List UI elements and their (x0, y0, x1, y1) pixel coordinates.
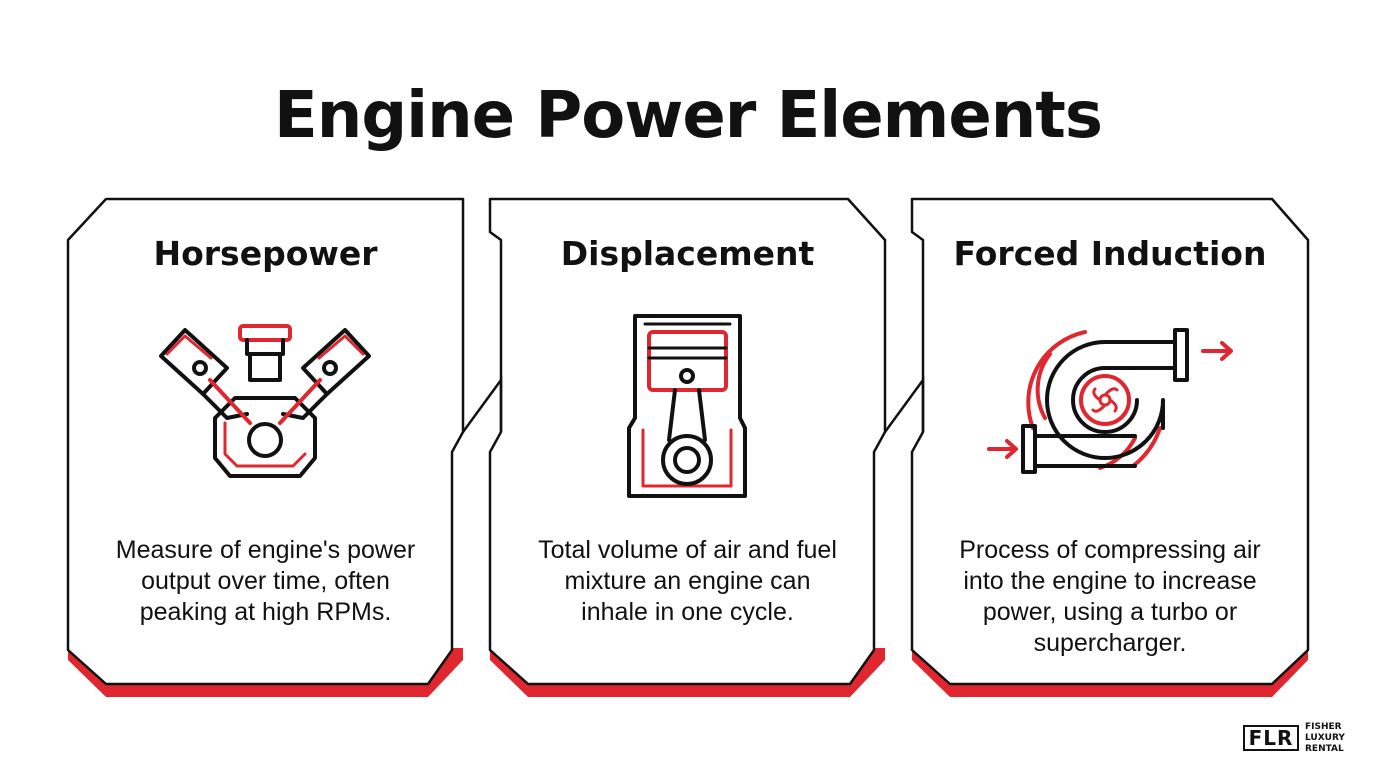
logo-line: LUXURY (1305, 733, 1345, 743)
card-connector-1 (461, 376, 503, 433)
description-line: power, using a turbo or (982, 598, 1238, 626)
piston-cylinder-icon (627, 314, 747, 498)
turbocharger-icon (987, 328, 1233, 474)
v-engine-icon (159, 324, 371, 478)
description-line: output over time, often (141, 567, 390, 595)
card-description-displacement: Total volume of air and fuel mixture an … (490, 535, 885, 628)
card-2-frame (488, 197, 887, 686)
card-description-horsepower: Measure of engine's power output over ti… (68, 535, 463, 628)
card-heading-displacement: Displacement (560, 234, 815, 273)
description-line: supercharger. (1033, 629, 1187, 657)
card-connector-2 (883, 376, 925, 433)
logo-line: RENTAL (1305, 744, 1344, 754)
logo-wordmark: FISHER LUXURY RENTAL (1305, 722, 1345, 755)
brand-logo: FLR FISHER LUXURY RENTAL (1243, 722, 1363, 758)
description-line: peaking at high RPMs. (139, 598, 392, 626)
logo-line: FISHER (1305, 722, 1342, 732)
description-line: Measure of engine's power (115, 536, 416, 564)
card-1-frame (66, 197, 465, 686)
card-3-frame (910, 197, 1310, 686)
logo-mark: FLR (1243, 725, 1299, 751)
description-line: Total volume of air and fuel (538, 536, 837, 564)
description-line: inhale in one cycle. (581, 598, 794, 626)
description-line: mixture an engine can (564, 567, 811, 595)
card-description-forced-induction: Process of compressing air into the engi… (912, 535, 1308, 659)
card-heading-horsepower: Horsepower (153, 234, 378, 273)
description-line: into the engine to increase (963, 567, 1257, 595)
page-title: Engine Power Elements (274, 79, 1103, 153)
description-line: Process of compressing air (959, 536, 1261, 564)
card-heading-forced-induction: Forced Induction (953, 234, 1267, 273)
